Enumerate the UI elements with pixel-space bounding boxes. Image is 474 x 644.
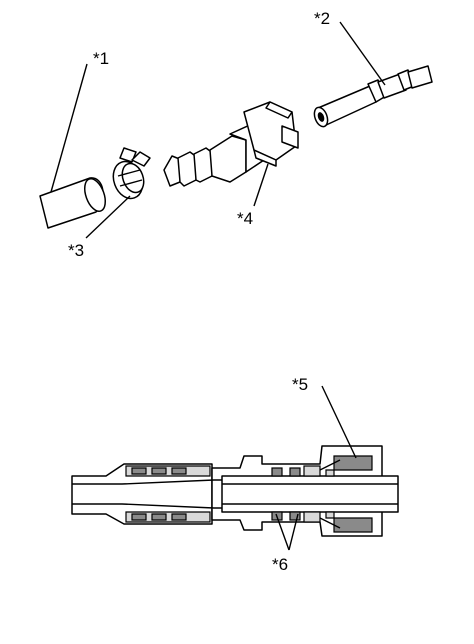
leader-6a [275,513,290,551]
callout-2: *2 [314,9,330,28]
cross-section [71,445,399,537]
callout-1: *1 [93,49,109,68]
callout-3: *3 [68,241,84,260]
leader-5 [321,385,357,459]
leader-3 [85,195,131,239]
callout-5: *5 [292,375,308,394]
leader-6b [288,513,299,551]
callout-4: *4 [237,209,253,228]
hose-part-1 [39,177,107,229]
clamp-part-3 [112,147,151,200]
leader-2 [339,21,386,86]
pipe-part-2 [313,65,433,128]
callout-6: *6 [272,555,288,574]
quick-connector [163,101,299,187]
leader-1 [50,63,88,193]
leader-4 [253,163,269,207]
